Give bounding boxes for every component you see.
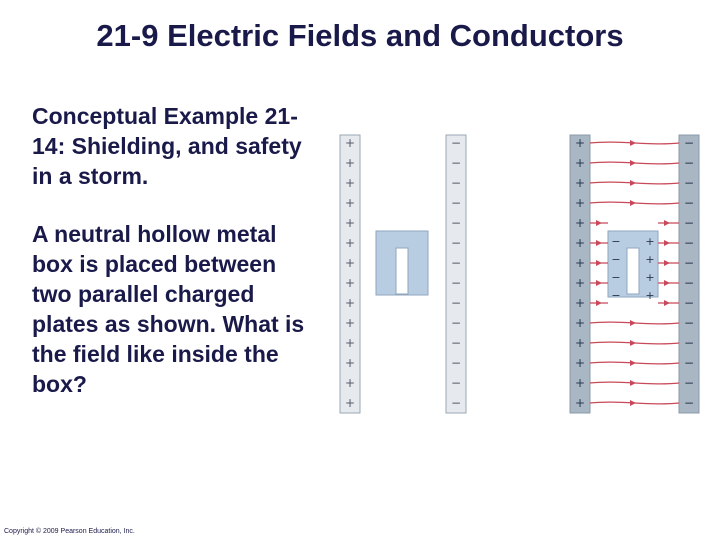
left-box-cavity [396, 248, 408, 294]
induced-plus-charge: + [645, 253, 654, 266]
plus-charge: + [575, 156, 585, 170]
plus-charge: + [575, 396, 585, 410]
minus-charge: − [451, 136, 461, 150]
minus-charge: − [684, 216, 694, 230]
slide-title: 21-9 Electric Fields and Conductors [0, 18, 720, 54]
field-arrow [630, 200, 636, 206]
minus-charge: − [684, 336, 694, 350]
plus-charge: + [345, 176, 355, 190]
minus-charge: − [684, 176, 694, 190]
minus-charge: − [451, 336, 461, 350]
plus-charge: + [345, 296, 355, 310]
right-panel: + + + + + + + + + + + + + + − − − − − − − − − − − − − − − + − + − + − + [570, 135, 699, 413]
plus-charge: + [575, 176, 585, 190]
induced-minus-charge: − [611, 289, 620, 302]
minus-charge: − [451, 196, 461, 210]
field-arrow [630, 180, 636, 186]
plus-charge: + [575, 136, 585, 150]
induced-minus-charge: − [611, 253, 620, 266]
plus-charge: + [575, 316, 585, 330]
induced-plus-charge: + [645, 271, 654, 284]
minus-charge: − [684, 196, 694, 210]
plus-charge: + [345, 376, 355, 390]
minus-charge: − [451, 216, 461, 230]
field-arrow [664, 220, 670, 226]
plus-charge: + [345, 256, 355, 270]
plus-charge: + [575, 296, 585, 310]
induced-minus-charge: − [611, 235, 620, 248]
minus-charge: − [451, 156, 461, 170]
induced-plus-charge: + [645, 289, 654, 302]
minus-charge: − [684, 136, 694, 150]
field-arrow [630, 320, 636, 326]
plus-charge: + [345, 196, 355, 210]
plus-charge: + [345, 356, 355, 370]
plus-charge: + [345, 236, 355, 250]
minus-charge: − [451, 256, 461, 270]
field-arrow [630, 360, 636, 366]
minus-charge: − [684, 316, 694, 330]
field-arrow [596, 280, 602, 286]
minus-charge: − [451, 316, 461, 330]
field-arrow [630, 380, 636, 386]
plus-charge: + [345, 276, 355, 290]
plus-charge: + [575, 336, 585, 350]
minus-charge: − [684, 156, 694, 170]
plus-charge: + [345, 396, 355, 410]
induced-plus-charge: + [645, 235, 654, 248]
minus-charge: − [684, 376, 694, 390]
copyright-notice: Copyright © 2009 Pearson Education, Inc. [4, 528, 135, 535]
minus-charge: − [684, 356, 694, 370]
plus-charge: + [575, 356, 585, 370]
plus-charge: + [345, 316, 355, 330]
field-arrow [630, 160, 636, 166]
minus-charge: − [451, 296, 461, 310]
minus-charge: − [451, 396, 461, 410]
question-text: A neutral hollow metal box is placed bet… [32, 219, 322, 399]
plus-charge: + [345, 216, 355, 230]
plus-charge: + [575, 256, 585, 270]
minus-charge: − [451, 236, 461, 250]
field-arrow [664, 260, 670, 266]
plus-charge: + [345, 136, 355, 150]
field-arrow [664, 300, 670, 306]
field-arrow [596, 300, 602, 306]
plus-charge: + [345, 156, 355, 170]
field-arrow [630, 400, 636, 406]
plus-charge: + [575, 276, 585, 290]
plus-charge: + [575, 216, 585, 230]
plus-charge: + [345, 336, 355, 350]
field-arrow [630, 340, 636, 346]
plus-charge: + [575, 196, 585, 210]
induced-minus-charge: − [611, 271, 620, 284]
minus-charge: − [684, 256, 694, 270]
field-arrow [630, 140, 636, 146]
minus-charge: − [451, 276, 461, 290]
plus-charge: + [575, 376, 585, 390]
field-arrow [596, 240, 602, 246]
minus-charge: − [451, 176, 461, 190]
field-arrow [664, 240, 670, 246]
minus-charge: − [684, 276, 694, 290]
minus-charge: − [451, 376, 461, 390]
minus-charge: − [684, 396, 694, 410]
plus-charge: + [575, 236, 585, 250]
shielding-figure: ++++++++++++++ −−−−−−−−−−−−−− ++++++++++… [330, 125, 710, 425]
minus-charge: − [451, 356, 461, 370]
field-arrow [664, 280, 670, 286]
right-box-cavity [627, 248, 639, 294]
field-arrow [596, 260, 602, 266]
example-heading: Conceptual Example 21-14: Shielding, and… [32, 101, 322, 191]
field-arrow [596, 220, 602, 226]
minus-charge: − [684, 296, 694, 310]
left-panel: + + + + + + + + + + + + + + − − − − − − − − − − − − − − [340, 135, 466, 413]
minus-charge: − [684, 236, 694, 250]
